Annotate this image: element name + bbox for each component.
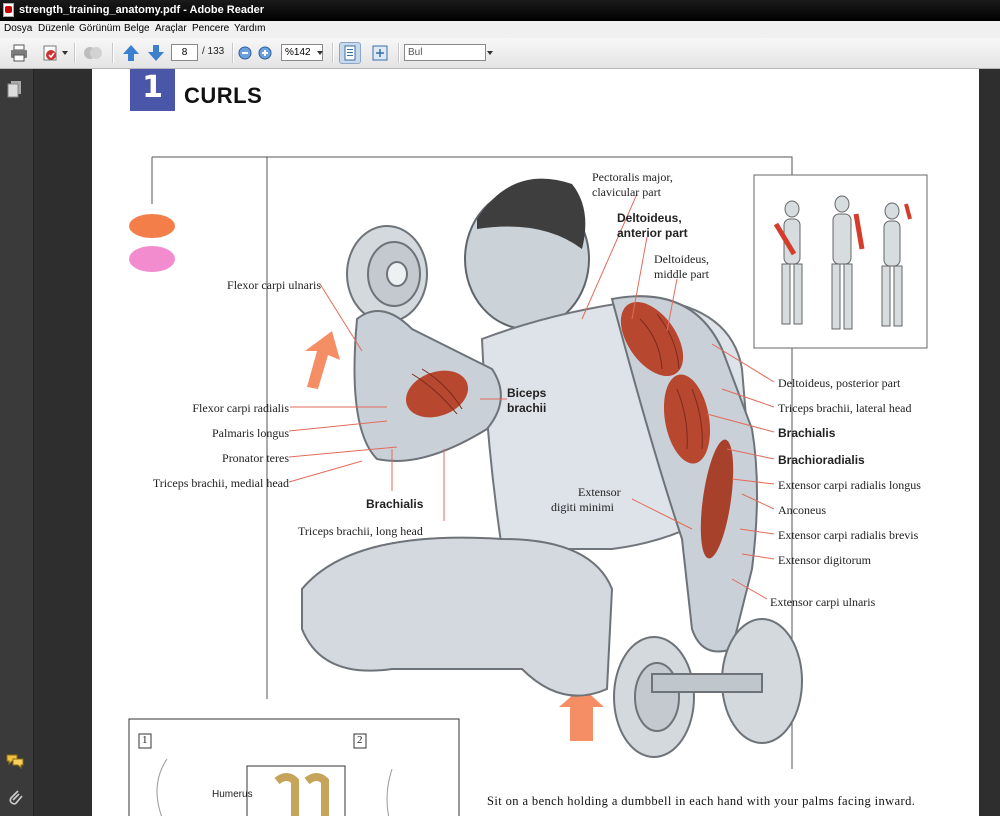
label-humerus: Humerus xyxy=(212,789,253,800)
hair xyxy=(477,178,586,249)
page-total: / 133 xyxy=(202,46,225,57)
print-button[interactable] xyxy=(8,42,30,64)
zoom-in-icon xyxy=(258,46,272,60)
leader-lines-right xyxy=(581,193,775,600)
find-input[interactable]: Bul xyxy=(404,44,486,61)
print-icon xyxy=(11,44,27,62)
right-arm xyxy=(610,295,758,653)
dumbbell-right xyxy=(613,618,803,758)
zoom-in-button[interactable] xyxy=(257,42,274,64)
label-brachioradialis: Brachioradialis xyxy=(778,453,865,467)
attachment-icon[interactable] xyxy=(6,787,24,807)
label-pronator-teres: Pronator teres xyxy=(222,451,289,465)
legend-pink-dot xyxy=(129,246,175,272)
brachioradialis-muscle xyxy=(700,439,734,559)
label-pectoralis-line2: clavicular part xyxy=(592,185,661,199)
find-dropdown-icon[interactable] xyxy=(487,50,493,72)
previous-page-button[interactable] xyxy=(120,42,142,64)
collaborate-icon xyxy=(84,47,102,59)
deltoid-muscle xyxy=(620,301,684,377)
menu-tools[interactable]: Araçlar xyxy=(155,23,187,34)
inset-figures xyxy=(781,195,903,330)
pdf-app-icon xyxy=(3,3,14,17)
comment-icon[interactable] xyxy=(5,753,25,769)
legs xyxy=(301,536,614,697)
menu-document[interactable]: Belge xyxy=(124,23,150,34)
chapter-title: CURLS xyxy=(184,83,263,108)
label-triceps-lateral-head: Triceps brachii, lateral head xyxy=(778,401,912,415)
label-flexor-carpi-radialis: Flexor carpi radialis xyxy=(192,401,289,415)
zoom-out-icon xyxy=(238,46,252,60)
label-deltoid-middle-line1: Deltoideus, xyxy=(654,252,709,266)
page-number-input[interactable]: 8 xyxy=(171,44,198,61)
inset-number-1: 1 xyxy=(142,734,148,746)
label-brachialis-right: Brachialis xyxy=(778,426,836,440)
label-extensor-digitorum: Extensor digitorum xyxy=(778,553,871,567)
label-extensor-carpi-ulnaris: Extensor carpi ulnaris xyxy=(770,595,876,609)
pdf-create-icon xyxy=(43,45,57,61)
biceps-right-muscle xyxy=(663,374,711,464)
zoom-dropdown-icon[interactable] xyxy=(317,50,323,72)
inset-number-2: 2 xyxy=(357,734,363,746)
label-extensor-digiti-line1: Extensor xyxy=(578,485,621,499)
chapter-number-box: 1 xyxy=(130,69,175,111)
page-up-icon xyxy=(123,45,139,61)
title-bar: strength_training_anatomy.pdf - Adobe Re… xyxy=(0,0,1000,21)
label-triceps-medial-head: Triceps brachii, medial head xyxy=(152,476,289,490)
label-biceps-line2: brachii xyxy=(507,401,547,415)
label-anconeus: Anconeus xyxy=(778,503,826,517)
menu-window[interactable]: Pencere xyxy=(192,23,230,34)
menu-bar: Dosya Düzenle Görünüm Belge Araçlar Penc… xyxy=(0,21,1000,38)
legend-orange-dot xyxy=(129,214,175,238)
dumbbell-left xyxy=(346,225,428,323)
page-down-icon xyxy=(148,45,164,61)
arrow-up-left xyxy=(305,331,340,389)
label-biceps-line1: Biceps xyxy=(507,386,547,400)
pages-icon[interactable] xyxy=(7,80,23,98)
collaborate-button[interactable] xyxy=(82,42,104,64)
label-pectoralis-line1: Pectoralis major, xyxy=(592,170,673,184)
label-flexor-carpi-ulnaris: Flexor carpi ulnaris xyxy=(227,278,321,292)
toolbar: 8 / 133 %142 Bul xyxy=(0,38,1000,69)
create-pdf-button[interactable] xyxy=(40,42,62,64)
menu-view[interactable]: Görünüm xyxy=(79,23,121,34)
fit-page-button[interactable] xyxy=(339,42,361,64)
arrow-up-bottom xyxy=(559,687,604,741)
label-deltoid-middle-line2: middle part xyxy=(654,267,709,281)
left-biceps-muscle xyxy=(406,370,468,418)
label-brachialis-left: Brachialis xyxy=(366,497,424,511)
pdf-page: 1 CURLS xyxy=(92,69,979,816)
label-extensor-carpi-radialis-brevis: Extensor carpi radialis brevis xyxy=(778,528,919,542)
fullscreen-button[interactable] xyxy=(369,42,391,64)
anatomy-illustration xyxy=(128,156,928,816)
label-deltoid-posterior: Deltoideus, posterior part xyxy=(778,376,901,390)
document-viewer[interactable]: 1 CURLS xyxy=(34,69,1000,816)
label-triceps-long-head: Triceps brachii, long head xyxy=(298,524,423,538)
menu-edit[interactable]: Düzenle xyxy=(38,23,75,34)
leader-lines-left xyxy=(288,283,507,521)
fullscreen-icon xyxy=(372,45,388,61)
body-text: Sit on a bench holding a dumbbell in eac… xyxy=(487,794,916,808)
menu-file[interactable]: Dosya xyxy=(4,23,33,34)
label-deltoid-anterior-line1: Deltoideus, xyxy=(617,211,682,225)
zoom-select[interactable]: %142 xyxy=(281,44,323,61)
window-title: strength_training_anatomy.pdf - Adobe Re… xyxy=(19,4,265,16)
zoom-out-button[interactable] xyxy=(237,42,254,64)
fit-page-icon xyxy=(344,45,356,61)
menu-help[interactable]: Yardım xyxy=(234,23,266,34)
label-extensor-carpi-radialis-longus: Extensor carpi radialis longus xyxy=(778,478,921,492)
next-page-button[interactable] xyxy=(145,42,167,64)
navigation-panel xyxy=(0,69,34,816)
label-deltoid-anterior-line2: anterior part xyxy=(617,226,688,240)
label-palmaris-longus: Palmaris longus xyxy=(212,426,289,440)
label-extensor-digiti-line2: digiti minimi xyxy=(551,500,615,514)
chevron-down-icon[interactable] xyxy=(62,50,68,72)
